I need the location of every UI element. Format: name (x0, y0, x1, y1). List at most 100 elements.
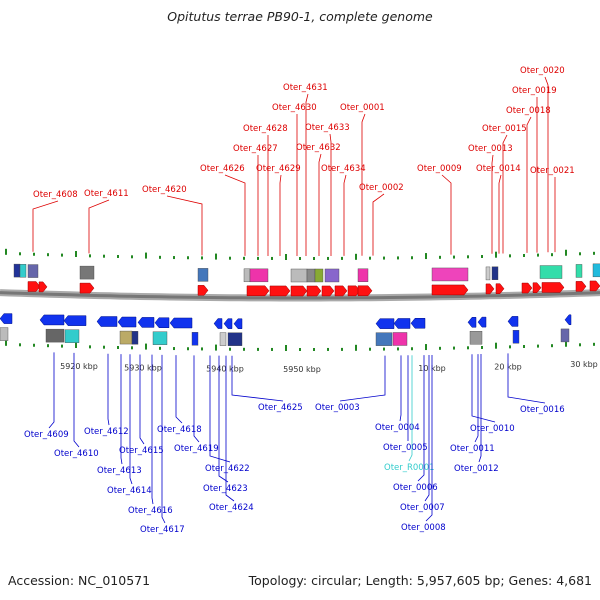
bottom-gene-leader (399, 355, 402, 422)
top-gene-leader (279, 174, 282, 256)
top-gene-arrow (334, 285, 348, 297)
top-gene-label: Oter_4631 (283, 83, 328, 93)
top-gene-arrow (541, 282, 565, 293)
bottom-gene-arrow (375, 318, 395, 329)
bottom-gene-label: Oter_0010 (470, 424, 515, 434)
bottom-gene-arrow (410, 318, 426, 329)
top-gene-leader (491, 154, 494, 254)
bottom-gene-label: Oter_0003 (315, 403, 360, 413)
top-gene-arrow (246, 285, 270, 297)
bottom-gene-arrow (223, 318, 233, 329)
top-gene-arrow (495, 283, 505, 294)
bottom-gene-box (45, 328, 65, 343)
bottom-gene-arrow (467, 317, 477, 328)
top-gene-arrow (306, 285, 322, 297)
top-gene-leader (32, 200, 59, 252)
bottom-gene-leader (478, 354, 482, 463)
top-gene-label: Oter_4633 (305, 123, 350, 133)
bottom-gene-leader (151, 354, 154, 505)
top-gene-leader (88, 199, 110, 254)
top-gene-leader (526, 116, 532, 253)
top-gene-label: Oter_4628 (243, 124, 288, 134)
accession-label: Accession: NC_010571 (8, 573, 151, 588)
top-gene-label: Oter_4630 (272, 103, 317, 113)
bottom-gene-arrow (117, 316, 137, 328)
bottom-gene-leader (107, 353, 110, 426)
top-gene-label: Oter_4629 (256, 164, 301, 174)
top-gene-box (592, 263, 600, 278)
bottom-gene-label: Oter_4610 (54, 449, 99, 459)
top-gene-box (485, 266, 491, 281)
bottom-gene-leader (161, 354, 166, 524)
top-gene-arrow (589, 280, 600, 292)
bottom-gene-leader (120, 354, 123, 465)
top-gene-box (243, 268, 251, 283)
kbp-label: 5920 kbp (60, 362, 98, 371)
top-gene-label: Oter_4626 (200, 164, 245, 174)
top-gene-leader (318, 153, 322, 256)
bottom-gene-label: Oter_0016 (520, 405, 565, 415)
top-gene-box (357, 268, 369, 282)
bottom-gene-label: Oter_0011 (450, 444, 495, 454)
top-gene-label: Oter_0018 (506, 106, 551, 116)
top-gene-label: Oter_4611 (84, 189, 129, 199)
genome-ring (0, 291, 600, 300)
map-title: Opitutus terrae PB90-1, complete genome (167, 9, 433, 24)
top-gene-arrow (321, 285, 335, 297)
bottom-gene-box (469, 331, 483, 345)
bottom-gene-leader (424, 355, 430, 502)
bottom-gene-arrow (63, 315, 87, 326)
bottom-gene-label: Oter_4625 (258, 403, 303, 413)
bottom-gene-box (119, 330, 133, 345)
top-gene-label: Oter_0002 (359, 183, 404, 193)
top-gene-label: Oter_0009 (417, 164, 462, 174)
top-gene-leader (498, 174, 502, 254)
bottom-gene-label: Oter_4613 (97, 466, 142, 476)
bottom-gene-leader (225, 355, 235, 502)
bottom-gene-leader (193, 355, 200, 443)
top-gene-leader (305, 93, 309, 256)
bottom-gene-arrow (233, 318, 243, 329)
bottom-gene-label: Oter_0006 (393, 483, 438, 493)
top-gene-arrow (575, 281, 587, 292)
bottom-gene-box (64, 329, 80, 343)
top-gene-box (19, 264, 27, 278)
bottom-gene-arrow (96, 316, 118, 327)
bottom-gene-label: Oter_4612 (84, 427, 129, 437)
top-gene-box (13, 263, 21, 278)
top-gene-box (249, 268, 269, 283)
bottom-gene-leader (471, 354, 496, 423)
top-gene-arrow (27, 281, 41, 292)
top-gene-box (431, 267, 469, 282)
top-gene-label: Oter_4620 (142, 185, 187, 195)
bottom-gene-arrow (477, 316, 487, 328)
top-gene-box (539, 265, 563, 279)
kbp-label: 5940 kbp (206, 365, 244, 374)
bottom-gene-label: Oter_4622 (205, 464, 250, 474)
kbp-label: 30 kbp (570, 360, 598, 369)
bottom-gene-arrow (564, 314, 572, 326)
top-gene-label: Oter_0015 (482, 124, 527, 134)
bottom-gene-leader (408, 355, 413, 462)
bottom-gene-label: Oter_4614 (107, 486, 152, 496)
top-gene-arrow (521, 282, 533, 294)
bottom-gene-label: Oter_4615 (119, 446, 164, 456)
bottom-gene-leader (218, 355, 229, 483)
top-gene-leader (343, 174, 347, 256)
bottom-gene-label: Oter_4616 (128, 506, 173, 516)
top-gene-leader (441, 174, 452, 255)
bottom-gene-leader (48, 352, 55, 429)
bottom-gene-label: Oter_0008 (401, 523, 446, 533)
bottom-gene-leader (474, 354, 479, 443)
top-gene-leader (544, 76, 549, 253)
kbp-label: 5930 kbp (124, 364, 162, 373)
top-gene-arrow (290, 285, 308, 297)
top-gene-box (491, 266, 499, 280)
bottom-gene-box (152, 331, 168, 345)
bottom-gene-leader (425, 354, 433, 522)
bottom-gene-label: Oter_4618 (157, 425, 202, 435)
bottom-gene-arrow (0, 313, 13, 324)
bottom-gene-label: Oter_0005 (383, 443, 428, 453)
